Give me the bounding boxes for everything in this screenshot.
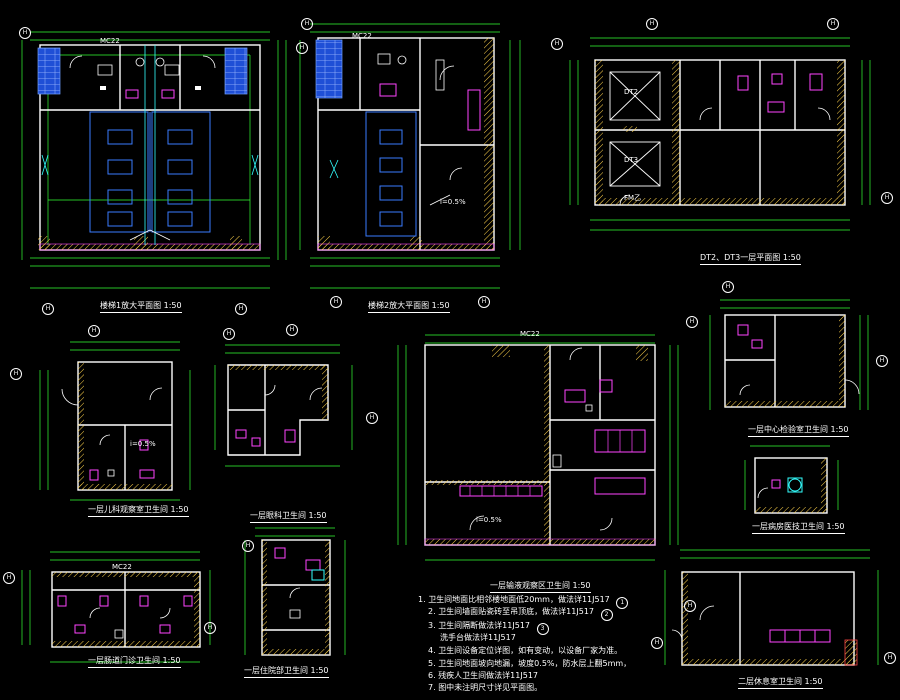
note-number: 6. [428, 671, 436, 680]
room-tag-mc: MC22 [520, 330, 540, 338]
room-tag-mc: MC22 [352, 32, 372, 40]
grid-bubble: H [301, 18, 313, 30]
plan-title: 一层儿科观察室卫生间 1:50 [88, 504, 189, 517]
grid-bubble: H [651, 637, 663, 649]
room-tag-elev: i=0.5% [440, 198, 466, 206]
note-line: 7. 图中未注明尺寸详见平面图。 [428, 682, 542, 693]
plan-stair-1 [21, 31, 287, 289]
note-text: 卫生间地面坡向地漏，坡度0.5%，防水层上翻5mm， [438, 659, 632, 668]
room-tag-fw: FM乙 [624, 194, 642, 202]
note-text: 残疾人卫生间做法详11J517 [438, 671, 538, 680]
plan-infusion-wc [397, 334, 679, 561]
room-tag-mc: MC22 [112, 563, 132, 571]
note-line: 3. 卫生间隔断做法详11J517 3 [428, 620, 549, 635]
grid-bubble: H [235, 303, 247, 315]
note-text: 卫生间隔断做法详11J517 [438, 621, 530, 630]
plan-eye-wc [214, 344, 353, 467]
grid-bubble: H [646, 18, 658, 30]
note-line: 6. 残疾人卫生间做法详11J517 [428, 670, 538, 681]
grid-bubble: H [223, 328, 235, 340]
note-number: 3. [428, 621, 436, 630]
grid-bubble: H [242, 540, 254, 552]
note-line: 4. 卫生间设备定位详图，如有变动，以设备厂家为准。 [428, 645, 622, 656]
grid-bubble: H [686, 316, 698, 328]
note-line: 1. 卫生间地面比相邻楼地面低20mm，做法详11J517 1 [418, 594, 629, 609]
plan-title: 一层病房医技卫生间 1:50 [752, 521, 845, 534]
room-tag-elev: i=0.5% [476, 516, 502, 524]
note-reference-bubble: 3 [536, 623, 549, 635]
grid-bubble: H [881, 192, 893, 204]
note-number: 5. [428, 659, 436, 668]
grid-bubble: H [88, 325, 100, 337]
note-number: 4. [428, 646, 436, 655]
grid-bubble: H [10, 368, 22, 380]
note-reference-bubble: 1 [616, 597, 629, 609]
plan-inpatient-wc [244, 527, 346, 656]
note-text: 卫生间墙面贴瓷砖至吊顶底，做法详11J517 [438, 607, 594, 616]
plan-stair-2 [299, 23, 521, 289]
note-text: 卫生间设备定位详图，如有变动，以设备厂家为准。 [438, 646, 623, 655]
plan-title: 楼梯1放大平面图 1:50 [100, 300, 182, 313]
grid-bubble: H [551, 38, 563, 50]
note-number: 2. [428, 607, 436, 616]
plan-title: 一层住院部卫生间 1:50 [244, 665, 329, 678]
plan-ward-wc [744, 445, 839, 514]
grid-bubble: H [330, 296, 342, 308]
grid-bubble: H [827, 18, 839, 30]
note-number: 1. [418, 595, 426, 604]
plan-lab-wc [709, 299, 869, 410]
grid-bubble: H [366, 412, 378, 424]
note-text: 卫生间地面比相邻楼地面低20mm，做法详11J517 [428, 595, 610, 604]
room-tag-mc: MC22 [100, 37, 120, 45]
note-reference-bubble: 2 [600, 609, 613, 621]
plan-dt2-dt3 [569, 37, 871, 231]
grid-bubble: H [204, 622, 216, 634]
note-line: 5. 卫生间地面坡向地漏，坡度0.5%，防水层上翻5mm， [428, 658, 631, 669]
grid-bubble: H [42, 303, 54, 315]
plan-title: 二层休息室卫生间 1:50 [738, 676, 823, 689]
room-tag-dt3: DT3 [624, 156, 639, 164]
note-number: 7. [428, 683, 436, 692]
grid-bubble: H [684, 600, 696, 612]
plan-pediatric-wc [39, 341, 191, 501]
note-line: 洗手台做法详11J517 [440, 632, 516, 643]
grid-bubble: H [478, 296, 490, 308]
room-tag-dt2: DT2 [624, 88, 639, 96]
plan-title: 一层眼科卫生间 1:50 [250, 510, 327, 523]
plan-title: 一层输液观察区卫生间 1:50 [490, 580, 591, 593]
grid-bubble: H [286, 324, 298, 336]
note-line: 2. 卫生间墙面贴瓷砖至吊顶底，做法详11J517 2 [428, 606, 613, 621]
plan-title: 一层中心检验室卫生间 1:50 [748, 424, 849, 437]
grid-bubble: H [722, 281, 734, 293]
plan-intestinal-wc [21, 551, 211, 663]
grid-bubble: H [19, 27, 31, 39]
room-tag-elev: i=0.5% [130, 440, 156, 448]
grid-bubble: H [884, 652, 896, 664]
grid-bubble: H [876, 355, 888, 367]
note-text: 图中未注明尺寸详见平面图。 [438, 683, 543, 692]
note-text: 洗手台做法详11J517 [440, 633, 516, 642]
grid-bubble: H [3, 572, 15, 584]
grid-bubble: H [296, 42, 308, 54]
plan-title: DT2、DT3一层平面图 1:50 [700, 252, 801, 265]
plan-title: 一层肠道门诊卫生间 1:50 [88, 655, 181, 668]
plan-title: 楼梯2放大平面图 1:50 [368, 300, 450, 313]
plan-2f-rest-wc [664, 549, 879, 666]
